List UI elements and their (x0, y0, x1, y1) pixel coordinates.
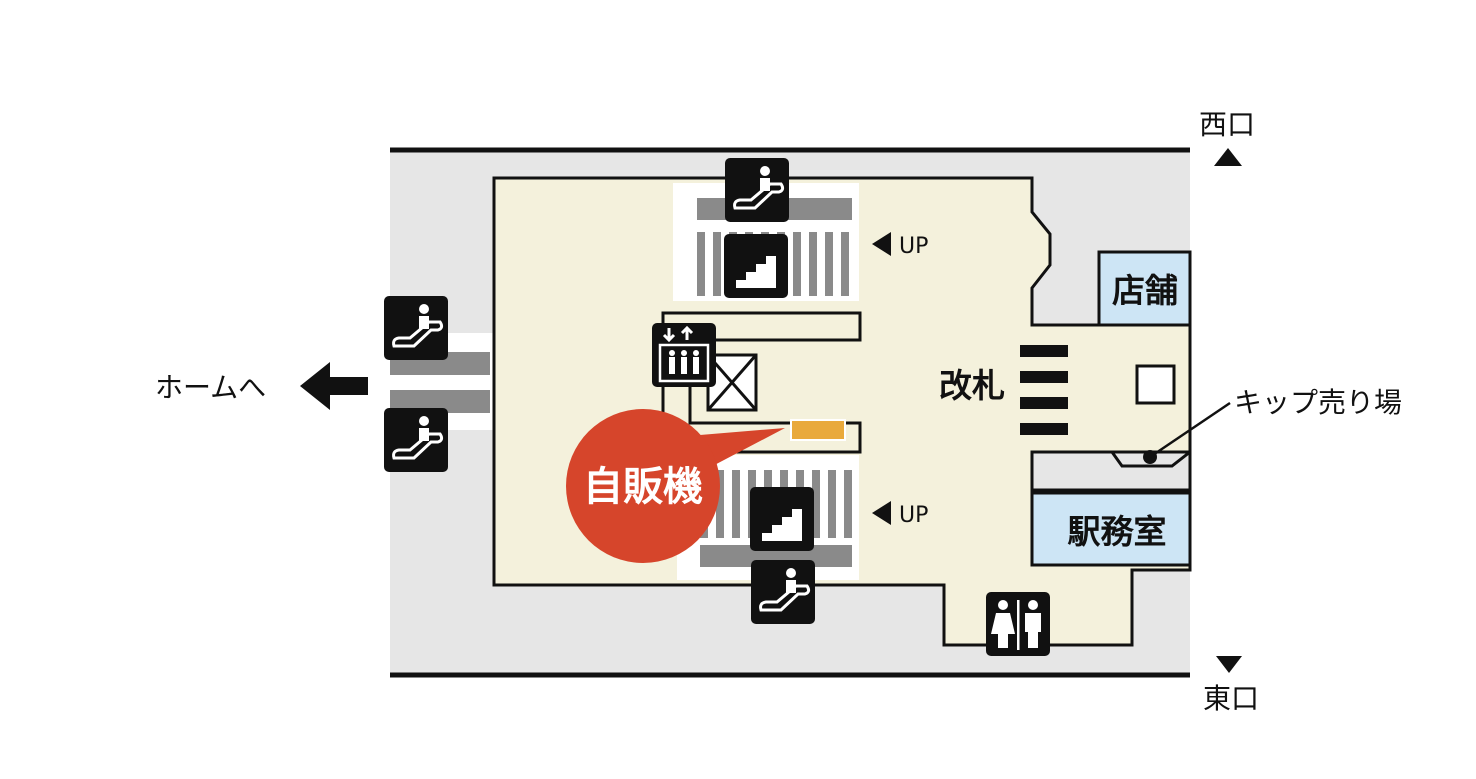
ticket-counter-area (1030, 448, 1192, 492)
arrow-left-icon (300, 362, 368, 410)
ticket-gate-label: 改札 (939, 366, 1005, 405)
arrow-down-icon (1216, 656, 1242, 673)
shop-label: 店舗 (1112, 271, 1178, 310)
vending-callout (566, 409, 720, 563)
arrow-up-icon (1214, 148, 1242, 166)
up-arrow-icon (872, 232, 891, 256)
escalator-icon (382, 294, 450, 362)
station-office-room (1030, 491, 1192, 567)
escalator-icon (723, 156, 791, 224)
ticket-gate-bars (1020, 345, 1068, 435)
up-arrow-icon (872, 501, 891, 525)
stairs-icon (724, 234, 788, 298)
elevator-icon (652, 323, 716, 387)
up-label-lower: UP (899, 503, 928, 528)
vending-machine[interactable] (790, 419, 846, 441)
elevator-shaft-cross-b (706, 354, 758, 411)
passage-escalator-lower (390, 390, 490, 413)
escalator-icon (749, 558, 817, 626)
ticket-machine-leader (1149, 401, 1231, 459)
west-exit-label[interactable]: 西口 (1199, 108, 1255, 141)
vending-machine-label: 自販機 (583, 464, 703, 510)
to-platform-label[interactable]: ホームへ (155, 371, 266, 404)
shop-room (1097, 250, 1192, 327)
ticket-machine-label: キップ売り場 (1234, 386, 1402, 419)
lower-escalator-belt (700, 545, 852, 567)
up-label-upper: UP (899, 234, 928, 259)
info-booth (1135, 364, 1176, 405)
vending-callout-pointer (700, 428, 785, 470)
restroom-icon (986, 592, 1050, 656)
station-office-label: 駅務室 (1068, 512, 1167, 551)
east-exit-label[interactable]: 東口 (1203, 682, 1259, 715)
stairs-icon (750, 487, 814, 551)
escalator-icon (382, 406, 450, 474)
